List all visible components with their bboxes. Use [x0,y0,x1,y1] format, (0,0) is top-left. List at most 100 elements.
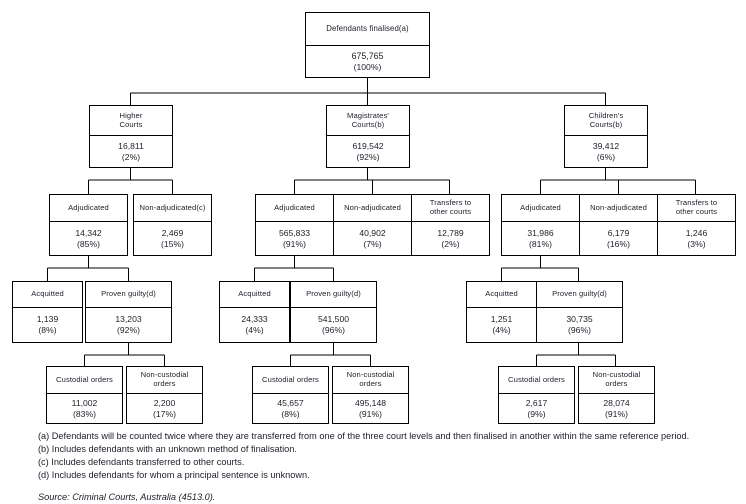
footnote-a: (a) Defendants will be counted twice whe… [38,431,690,441]
node-percent: (91%) [605,408,628,419]
flowchart-canvas: Defendants finalised(a) 675,765 (100%) H… [12,12,736,424]
node-label: Adjudicated [502,195,579,222]
node-count: 13,203 [115,314,142,325]
node-higher-non-adjudicated[interactable]: Non-adjudicated(c) 2,469 (15%) [133,194,212,256]
source-note: Source: Criminal Courts, Australia (4513… [38,492,216,503]
node-value: 675,765 (100%) [306,46,429,77]
node-higher-custodial-orders[interactable]: Custodial orders 11,002 (83%) [46,366,123,424]
node-childrens-adjudicated[interactable]: Adjudicated 31,986 (81%) [501,194,580,256]
node-value: 14,342 (85%) [50,222,127,255]
node-count: 31,986 [527,227,554,238]
node-higher-adjudicated[interactable]: Adjudicated 14,342 (85%) [49,194,128,256]
node-magistrates-non-adjudicated[interactable]: Non-adjudicated 40,902 (7%) [333,194,412,256]
node-percent: (100%) [353,61,382,72]
node-percent: (17%) [153,408,176,419]
node-percent: (4%) [492,325,511,335]
node-value: 28,074 (91%) [579,394,654,423]
node-count: 11,002 [71,397,98,408]
node-label: Custodial orders [253,367,328,394]
node-label: Non-adjudicated(c) [134,195,211,222]
node-percent: (3%) [687,238,706,249]
footnote-d: (d) Includes defendants for whom a princ… [38,470,310,481]
node-count: 39,412 [592,140,620,151]
node-higher-proven-guilty[interactable]: Proven guilty(d) 13,203 (92%) [85,281,172,343]
node-percent: (7%) [363,238,382,249]
footnote-b: (b) Includes defendants with an unknown … [38,444,297,455]
node-childrens-custodial-orders[interactable]: Custodial orders 2,617 (9%) [498,366,575,424]
node-percent: (96%) [322,325,345,335]
node-higher-acquitted[interactable]: Acquitted 1,139 (8%) [12,281,83,343]
node-count: 2,469 [161,227,184,238]
node-percent: (96%) [568,325,591,335]
node-value: 31,986 (81%) [502,222,579,255]
node-value: 1,246 (3%) [658,222,735,255]
node-count: 16,811 [118,140,144,151]
node-label: Proven guilty(d) [291,282,376,308]
node-percent: (83%) [73,408,96,419]
node-count: 675,765 [351,50,384,61]
node-defendants-finalised[interactable]: Defendants finalised(a) 675,765 (100%) [305,12,430,78]
node-count: 2,200 [153,397,176,408]
node-count: 1,139 [36,314,59,325]
node-count: 14,342 [75,227,102,238]
node-value: 2,617 (9%) [499,394,574,423]
node-count: 495,148 [354,397,387,408]
node-value: 619,542 (92%) [327,136,409,167]
node-count: 619,542 [352,140,384,151]
node-percent: (15%) [161,238,184,249]
node-value: 12,789 (2%) [412,222,489,255]
node-count: 30,735 [566,314,593,325]
node-percent: (91%) [359,408,382,419]
node-percent: (16%) [607,238,630,249]
node-label: Acquitted [467,282,536,308]
node-label: Custodial orders [47,367,122,394]
node-label: Acquitted [13,282,82,308]
node-magistrates-custodial-orders[interactable]: Custodial orders 45,657 (8%) [252,366,329,424]
node-label: Magistrates'Courts(b) [327,106,409,136]
node-magistrates-proven-guilty[interactable]: Proven guilty(d) 541,500 (96%) [290,281,377,343]
node-value: 541,500 (96%) [291,308,376,342]
node-childrens-proven-guilty[interactable]: Proven guilty(d) 30,735 (96%) [536,281,623,343]
node-label: Non-adjudicated [334,195,411,222]
node-magistrates-courts[interactable]: Magistrates'Courts(b) 619,542 (92%) [326,105,410,168]
node-percent: (92%) [356,151,380,162]
node-percent: (81%) [529,238,552,249]
node-value: 45,657 (8%) [253,394,328,423]
node-value: 40,902 (7%) [334,222,411,255]
node-percent: (92%) [117,325,140,335]
node-count: 541,500 [317,314,350,325]
node-count: 45,657 [277,397,304,408]
footnote-c: (c) Includes defendants transferred to o… [38,457,245,468]
node-value: 6,179 (16%) [580,222,657,255]
node-percent: (85%) [77,238,100,249]
node-label: Acquitted [220,282,289,308]
node-label: Defendants finalised(a) [306,13,429,46]
node-percent: (8%) [38,325,57,335]
node-childrens-acquitted[interactable]: Acquitted 1,251 (4%) [466,281,537,343]
node-value: 16,811 (2%) [90,136,172,167]
node-percent: (91%) [283,238,306,249]
node-magistrates-adjudicated[interactable]: Adjudicated 565,833 (91%) [255,194,334,256]
node-childrens-non-adjudicated[interactable]: Non-adjudicated 6,179 (16%) [579,194,658,256]
node-count: 1,251 [490,314,513,325]
node-magistrates-acquitted[interactable]: Acquitted 24,333 (4%) [219,281,290,343]
node-percent: (6%) [596,151,616,162]
node-value: 2,200 (17%) [127,394,202,423]
node-value: 1,251 (4%) [467,308,536,342]
node-value: 495,148 (91%) [333,394,408,423]
node-value: 11,002 (83%) [47,394,122,423]
node-label: Custodial orders [499,367,574,394]
node-value: 2,469 (15%) [134,222,211,255]
node-label: Adjudicated [256,195,333,222]
